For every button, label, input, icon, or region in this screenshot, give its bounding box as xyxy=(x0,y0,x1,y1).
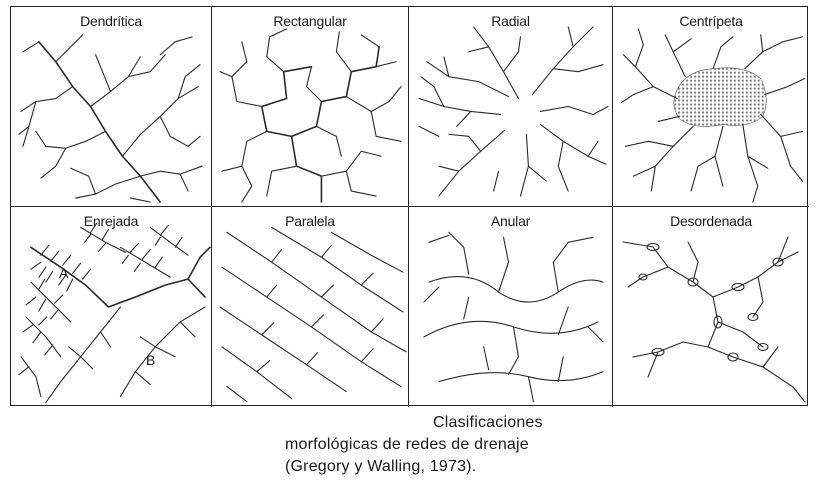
basin-lake-area xyxy=(673,67,767,127)
panel-title-anular: Anular xyxy=(490,213,531,229)
marker-b: B xyxy=(146,352,156,368)
panel-title-desordenada: Desordenada xyxy=(670,213,752,229)
panel-title-centripeta: Centrípeta xyxy=(679,13,743,29)
figure-caption: Clasificaciones morfológicas de redes de… xyxy=(285,412,645,478)
panel-rectangular: Rectangular xyxy=(212,7,409,207)
panel-title-radial: Radial xyxy=(491,13,530,29)
dendritic-network xyxy=(18,34,203,203)
panel-desordenada: Desordenada xyxy=(613,207,809,407)
panel-anular: Anular xyxy=(409,207,613,407)
panel-title-dendritica: Dendrítica xyxy=(80,13,142,29)
drainage-patterns-figure: Dendrítica xyxy=(10,6,809,407)
rectangular-network xyxy=(219,28,402,203)
caption-line-1: Clasificaciones xyxy=(433,414,543,431)
panel-radial: Radial xyxy=(409,7,613,207)
panel-title-paralela: Paralela xyxy=(285,213,335,229)
panel-title-enrejada: Enrejada xyxy=(83,213,139,229)
panel-paralela: Paralela xyxy=(212,207,409,407)
annular-network xyxy=(423,231,604,403)
panel-enrejada: Enrejada A B xyxy=(11,207,212,407)
panel-centripeta: Centrípeta xyxy=(613,7,809,207)
panel-title-rectangular: Rectangular xyxy=(273,13,347,29)
panel-dendritica: Dendrítica xyxy=(11,7,212,207)
caption-line-3: (Gregory y Walling, 1973). xyxy=(285,458,477,475)
deranged-network xyxy=(622,236,806,403)
radial-network xyxy=(418,26,609,197)
trellis-network xyxy=(18,222,211,404)
centripetal-network xyxy=(620,28,806,203)
parallel-network xyxy=(219,226,407,403)
marker-a: A xyxy=(59,265,69,281)
caption-line-2: morfológicas de redes de drenaje xyxy=(285,436,529,453)
